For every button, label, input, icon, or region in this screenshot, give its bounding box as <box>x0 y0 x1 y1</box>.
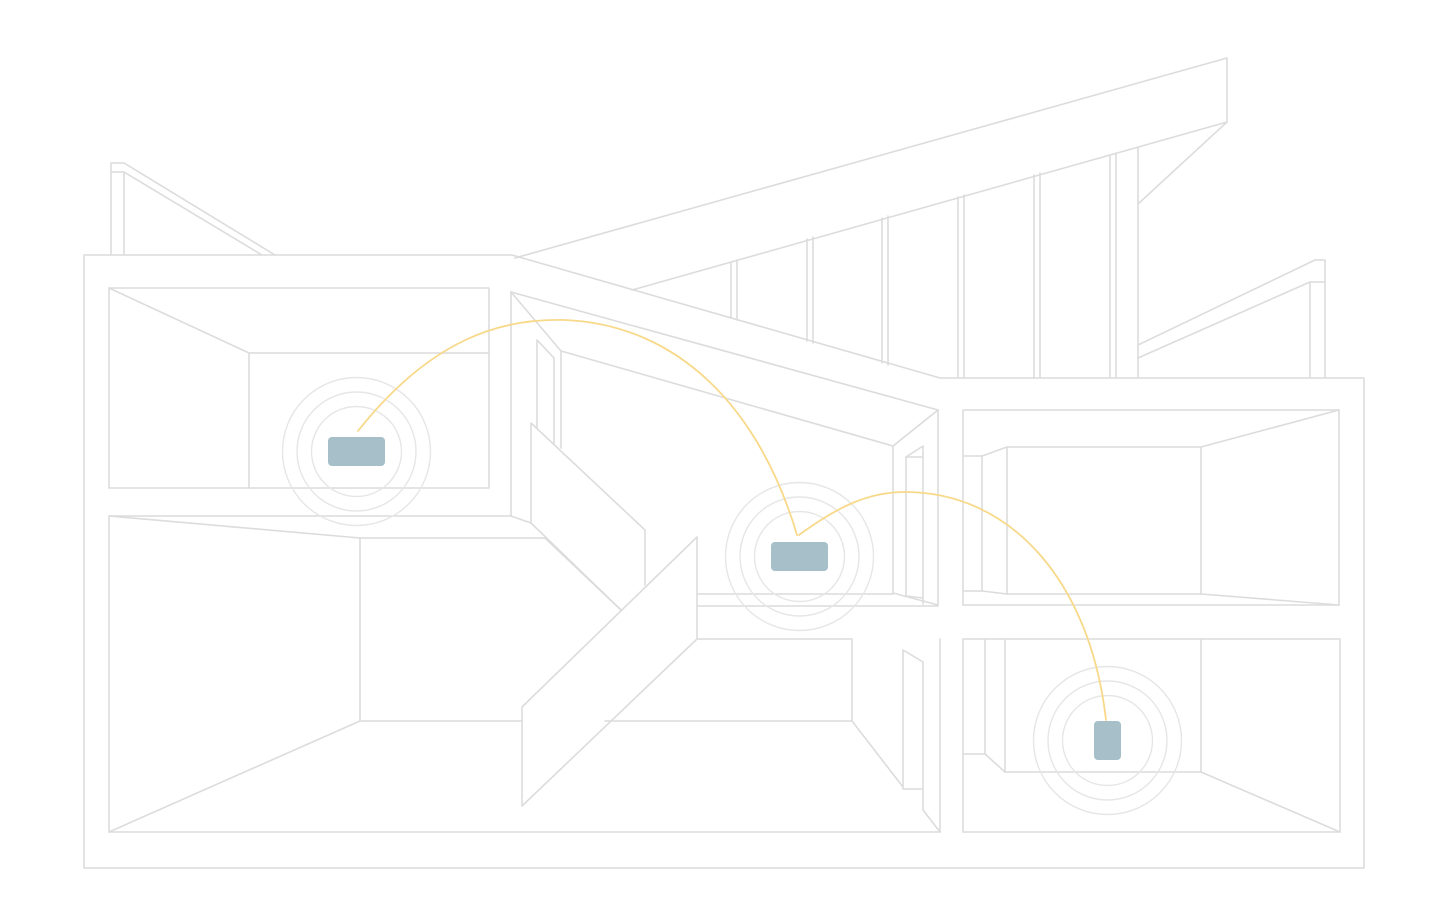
mesh-node-lower-right[interactable] <box>1094 721 1121 760</box>
node-upper-left-signal-ring <box>310 405 403 498</box>
node-lower-right-signal-ring <box>1032 665 1183 816</box>
room-upper-left <box>108 287 490 489</box>
node-upper-left-signal-ring <box>296 391 417 512</box>
room-lower-left <box>108 515 941 833</box>
mesh-devices <box>328 437 1121 760</box>
house-structure <box>83 57 1365 869</box>
right-roof-stub <box>1137 259 1326 379</box>
link-upper-left-to-center <box>357 319 798 536</box>
node-lower-right-signal-ring <box>1061 694 1154 787</box>
node-upper-left-signal-ring <box>281 376 432 527</box>
staircase-lower <box>521 536 698 807</box>
node-lower-right-signal-ring <box>1047 680 1168 801</box>
node-center-signal-ring <box>753 510 846 603</box>
mesh-links <box>357 319 1107 721</box>
room-lower-right <box>962 638 1341 833</box>
mesh-node-center[interactable] <box>771 542 828 571</box>
hallway-lower <box>902 638 964 833</box>
signal-rings <box>281 376 1183 816</box>
node-center-signal-ring <box>739 496 860 617</box>
room-upper-right <box>962 409 1340 606</box>
sloped-roof <box>514 57 1228 379</box>
node-center-signal-ring <box>724 481 875 632</box>
outer-wall <box>83 254 1365 869</box>
staircase-upper <box>530 422 646 611</box>
left-roof-stub <box>110 162 276 256</box>
mesh-node-upper-left[interactable] <box>328 437 385 466</box>
link-center-to-lower-right <box>798 491 1107 721</box>
